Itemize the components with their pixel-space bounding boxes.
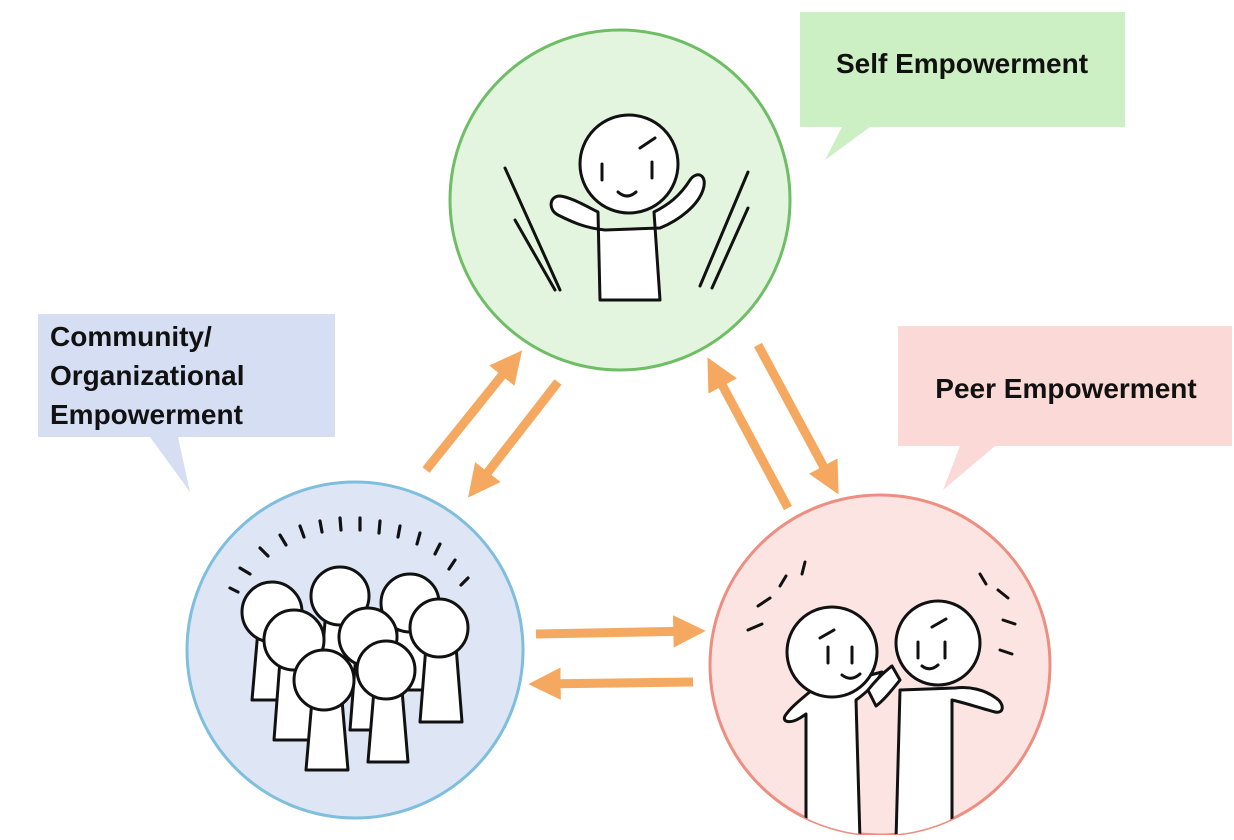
community-bubble: Community/ Organizational Empowerment — [38, 314, 335, 492]
arrow-community-to-self — [422, 350, 523, 473]
arrows — [422, 342, 839, 700]
community-bubble-shape — [38, 314, 335, 492]
arrow-self-to-community — [468, 379, 562, 498]
peer-bubble-shape — [898, 326, 1232, 490]
arrow-community-to-peer — [535, 615, 706, 648]
arrow-self-to-peer — [754, 342, 839, 495]
community-crowd-illustration — [228, 516, 470, 772]
peer-figures-illustration — [746, 560, 1017, 835]
community-label-line-1: Community/ — [50, 321, 212, 352]
self-figure-illustration — [503, 113, 750, 302]
self-label: Self Empowerment — [836, 48, 1088, 79]
arrow-peer-to-self — [707, 357, 792, 511]
peer-bubble: Peer Empowerment — [898, 326, 1232, 490]
peer-label: Peer Empowerment — [935, 373, 1196, 404]
self-bubble: Self Empowerment — [800, 12, 1125, 160]
arrow-peer-to-community — [528, 667, 694, 700]
community-label-line-3: Empowerment — [50, 399, 243, 430]
peer-circle — [708, 493, 1052, 837]
community-label-line-2: Organizational — [50, 360, 244, 391]
self-bubble-shape — [800, 12, 1125, 160]
